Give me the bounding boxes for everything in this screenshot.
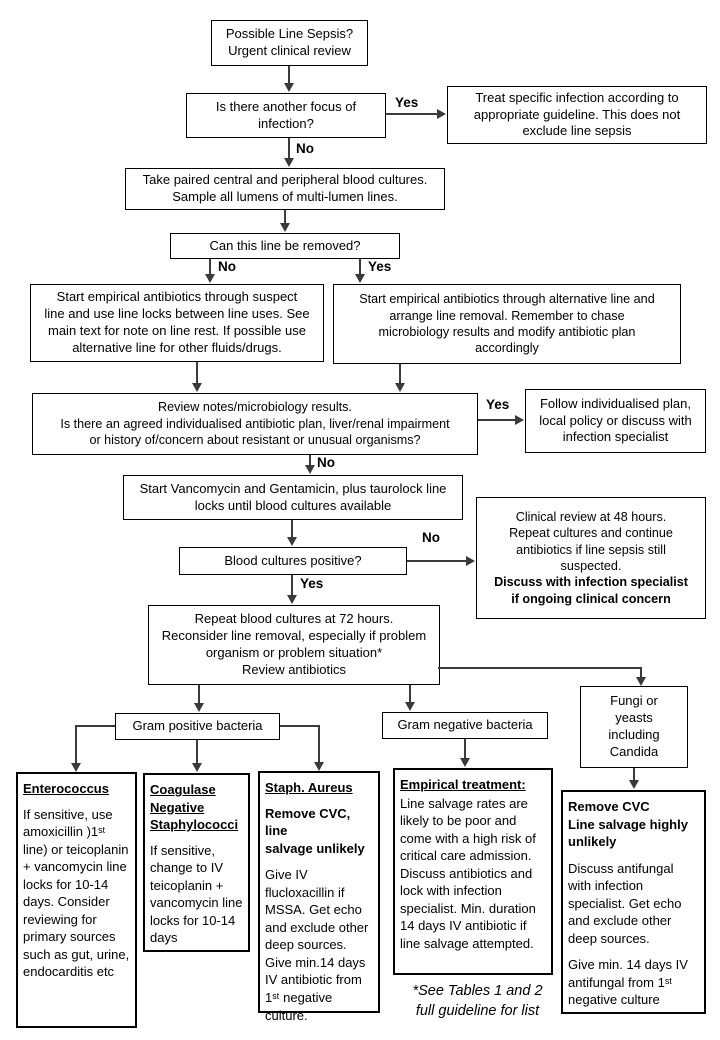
arrow-cultures-yes-head	[287, 595, 297, 604]
node-staph-aureus: Staph. Aureus Remove CVC, line salvage u…	[258, 771, 380, 1023]
node-remove-cvc-fungal: Remove CVC Line salvage highly unlikely …	[561, 790, 706, 1014]
node-enterococcus: Enterococcus If sensitive, use amoxicill…	[16, 772, 137, 1028]
arrow-cultures-to-removed-head	[280, 223, 290, 232]
arrow-start-to-focus-line	[288, 66, 290, 84]
label-yes-can-remove: Yes	[368, 259, 392, 274]
remove-cvc-body2: Give min. 14 days IV antifungal from 1ˢᵗ…	[568, 957, 688, 1008]
arrow-suspect-to-review-line	[196, 362, 198, 384]
connector-grampos-to-enterococcus-head	[71, 763, 81, 772]
arrow-cultures-to-removed-line	[284, 210, 286, 224]
staph-aureus-heading: Staph. Aureus	[265, 780, 353, 795]
label-no-cultures-positive: No	[422, 530, 440, 545]
label-yes-review-notes: Yes	[486, 397, 510, 412]
node-treat-specific: Treat specific infection according to ap…	[447, 86, 707, 144]
arrow-fungi-to-removecvc-line	[633, 768, 635, 781]
arrow-vanc-to-cultures-line	[291, 520, 293, 538]
staph-aureus-body: Give IV flucloxacillin if MSSA. Get echo…	[265, 867, 369, 1023]
staph-aureus-bold-text: Remove CVC, line salvage unlikely	[265, 805, 365, 856]
label-no-review-notes: No	[317, 455, 335, 470]
footnote-tables: *See Tables 1 and 2 full guideline for l…	[412, 983, 543, 1019]
arrow-focus-yes-line	[386, 113, 438, 115]
arrow-removed-no-line	[209, 259, 211, 275]
connector-grampos-to-enterococcus-vline	[75, 725, 77, 763]
node-review-notes: Review notes/microbiology results. Is th…	[32, 393, 478, 455]
remove-cvc-body1: Discuss antifungal with infection specia…	[568, 860, 682, 946]
node-gram-negative: Gram negative bacteria	[382, 712, 548, 739]
arrow-repeat-to-grampos-line	[198, 685, 200, 704]
arrow-removed-no-head	[205, 274, 215, 283]
arrow-suspect-to-review-head	[192, 383, 202, 392]
node-possible-line-sepsis: Possible Line Sepsis? Urgent clinical re…	[211, 20, 368, 66]
enterococcus-body: If sensitive, use amoxicillin )1ˢᵗ line)…	[23, 806, 130, 980]
cons-heading: Coagulase Negative Staphylococci	[150, 782, 239, 833]
clinical-48h-bold-text: Discuss with infection specialist if ong…	[494, 575, 688, 606]
arrow-repeat-to-gramneg-head	[405, 702, 415, 711]
empirical-body: Line salvage rates are likely to be poor…	[400, 795, 536, 951]
arrow-alternative-to-review-line	[399, 364, 401, 384]
node-coagulase-negative-staph: Coagulase Negative Staphylococci If sens…	[143, 773, 250, 952]
node-take-cultures: Take paired central and peripheral blood…	[125, 168, 445, 210]
connector-repeat-to-fungi-vline	[640, 667, 642, 678]
arrow-removed-yes-line	[359, 259, 361, 275]
arrow-focus-to-cultures-head	[284, 158, 294, 167]
connector-grampos-to-enterococcus-hline	[76, 725, 115, 727]
node-repeat-cultures-72h: Repeat blood cultures at 72 hours. Recon…	[148, 605, 440, 685]
enterococcus-heading: Enterococcus	[23, 781, 109, 796]
arrow-removed-yes-head	[355, 274, 365, 283]
node-suspect-line: Start empirical antibiotics through susp…	[30, 284, 324, 362]
node-another-focus: Is there another focus of infection?	[186, 93, 386, 138]
cons-body: If sensitive, change to IV teicoplanin +…	[150, 842, 243, 946]
arrow-focus-yes-head	[437, 109, 446, 119]
node-clinical-review-48h: Clinical review at 48 hours. Repeat cult…	[476, 497, 706, 619]
label-no-can-remove: No	[218, 259, 236, 274]
connector-grampos-to-staph-vline	[318, 725, 320, 762]
arrow-review-yes-head	[515, 415, 524, 425]
arrow-gramneg-to-empirical-head	[460, 758, 470, 767]
arrow-cultures-yes-line	[291, 575, 293, 596]
label-yes-cultures-positive: Yes	[300, 576, 324, 591]
arrow-gramneg-to-empirical-line	[464, 739, 466, 759]
node-blood-cultures-positive: Blood cultures positive?	[179, 547, 407, 575]
arrow-review-no-head	[305, 465, 315, 474]
arrow-review-no-line	[309, 455, 311, 466]
node-follow-plan: Follow individualised plan, local policy…	[525, 389, 706, 453]
label-no-another-focus: No	[296, 141, 314, 156]
node-gram-positive: Gram positive bacteria	[115, 713, 280, 740]
arrow-fungi-to-removecvc-head	[629, 780, 639, 789]
node-empirical-treatment: Empirical treatment: Line salvage rates …	[393, 768, 553, 975]
arrow-cultures-no-line	[407, 560, 467, 562]
connector-grampos-to-staph-hline	[280, 725, 320, 727]
connector-repeat-to-fungi-head	[636, 677, 646, 686]
node-fungi-yeasts: Fungi or yeasts including Candida	[580, 686, 688, 768]
connector-grampos-to-staph-head	[314, 762, 324, 771]
arrow-repeat-to-grampos-head	[194, 703, 204, 712]
node-start-vancomycin: Start Vancomycin and Gentamicin, plus ta…	[123, 475, 463, 520]
arrow-repeat-to-gramneg-line	[409, 685, 411, 703]
label-yes-another-focus: Yes	[395, 95, 419, 110]
node-can-line-be-removed: Can this line be removed?	[170, 233, 400, 259]
arrow-start-to-focus-head	[284, 83, 294, 92]
arrow-review-yes-line	[478, 419, 516, 421]
remove-cvc-bold-text: Remove CVC Line salvage highly unlikely	[568, 799, 688, 850]
arrow-focus-to-cultures-line	[288, 138, 290, 159]
arrow-vanc-to-cultures-head	[287, 537, 297, 546]
node-alternative-line: Start empirical antibiotics through alte…	[333, 284, 681, 364]
arrow-grampos-to-cons-head	[192, 763, 202, 772]
arrow-cultures-no-head	[466, 556, 475, 566]
clinical-48h-text: Clinical review at 48 hours. Repeat cult…	[509, 509, 673, 573]
connector-repeat-to-fungi-hline	[438, 667, 642, 669]
arrow-alternative-to-review-head	[395, 383, 405, 392]
empirical-heading: Empirical treatment:	[400, 777, 526, 792]
arrow-grampos-to-cons-line	[196, 740, 198, 764]
